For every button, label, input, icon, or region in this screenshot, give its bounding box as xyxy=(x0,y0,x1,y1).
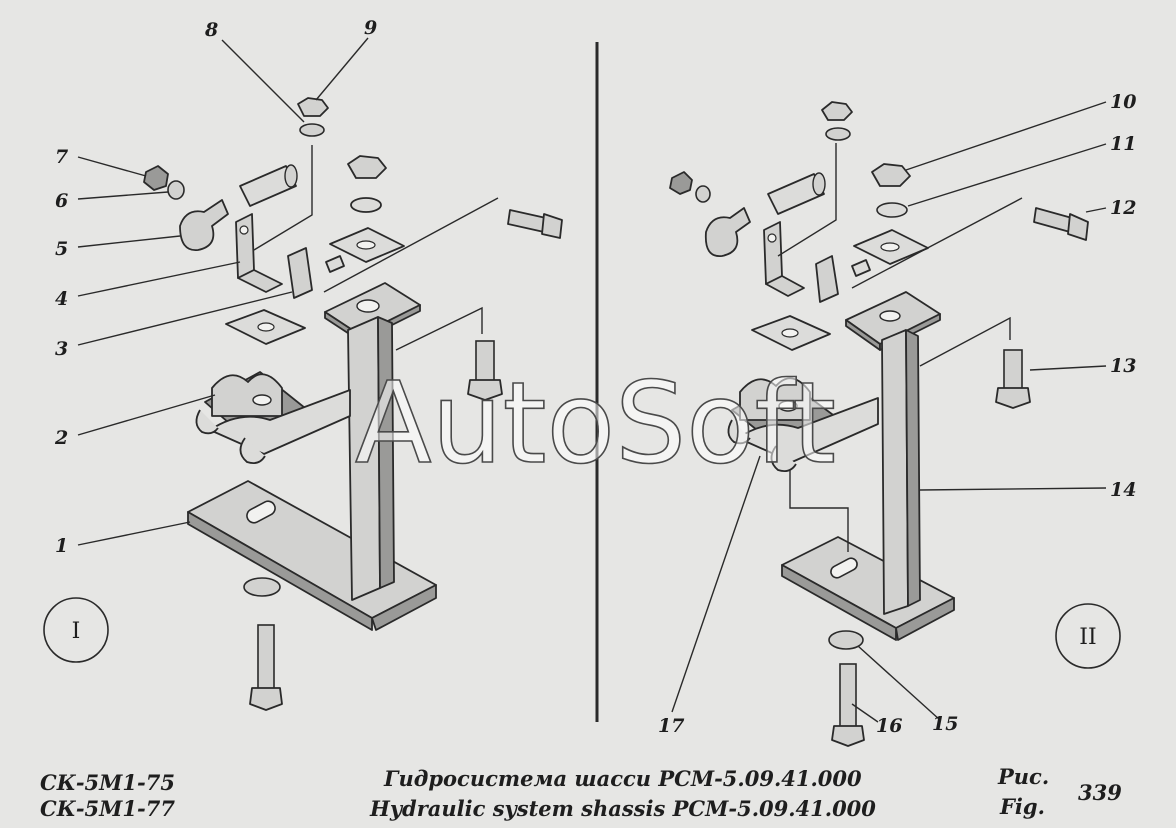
spacer-sleeve-left xyxy=(239,164,298,207)
callout-9: 9 xyxy=(364,17,377,39)
part-8-washer xyxy=(299,123,325,137)
part-13-bolt-left xyxy=(467,340,503,401)
bottom-bolt-left xyxy=(249,624,283,711)
part-14-post-right xyxy=(845,291,941,615)
angle-bracket-right xyxy=(763,221,805,297)
view-II-assembly xyxy=(669,101,1107,747)
part-14-post-left xyxy=(324,282,421,601)
washer-upper-left xyxy=(350,197,382,213)
callout-15: 15 xyxy=(932,713,958,735)
callout-3: 3 xyxy=(55,338,68,360)
nut-top-right xyxy=(821,101,853,121)
clamp-assembly-right xyxy=(727,377,879,473)
part-4-angle-bracket xyxy=(235,213,283,293)
callout-8: 8 xyxy=(204,19,218,41)
view-marker-II: II xyxy=(1055,603,1121,669)
washer-top-right xyxy=(825,127,851,141)
callout-12: 12 xyxy=(1110,197,1136,219)
part-9-nut xyxy=(297,97,329,117)
callout-6: 6 xyxy=(55,190,68,212)
callout-17: 17 xyxy=(658,715,684,737)
base-bracket-right xyxy=(781,536,955,641)
watermark-text: AutoSoft xyxy=(355,359,836,489)
callout-13: 13 xyxy=(1110,355,1136,377)
part-3-clip xyxy=(287,247,345,299)
spacer-sleeve-right xyxy=(767,172,826,215)
part-7-nut xyxy=(143,165,169,191)
part-10-nut xyxy=(871,163,911,187)
callout-2: 2 xyxy=(54,427,68,449)
figure-label-ru: Рис. xyxy=(998,764,1050,789)
part-2-clamp-assembly xyxy=(195,371,351,465)
view-marker-I: I xyxy=(43,597,109,663)
part-12-bolt xyxy=(1033,207,1089,241)
figure-title-en: Hydraulic system shassis РСМ-5.09.41.000 xyxy=(370,796,876,821)
part-11-washer xyxy=(876,202,908,218)
hose-clamp-right xyxy=(704,207,751,257)
callout-4: 4 xyxy=(55,288,68,310)
figure-label-en: Fig. xyxy=(1000,794,1045,819)
callout-11: 11 xyxy=(1110,133,1136,155)
part-5-hose-clamp xyxy=(179,199,229,251)
part-12-bolt-left xyxy=(507,209,563,239)
washer-small-right xyxy=(695,185,711,203)
view-I-assembly xyxy=(77,37,563,711)
nut-upper-left xyxy=(347,155,387,179)
part-16-bolt xyxy=(831,663,865,747)
part-6-washer xyxy=(167,180,185,200)
square-washer-plates-left xyxy=(225,227,405,345)
view-label-II: II xyxy=(1079,625,1096,650)
nut-small-right xyxy=(669,171,693,195)
callout-16: 16 xyxy=(876,715,902,737)
figure-title-ru: Гидросистема шасси РСМ-5.09.41.000 xyxy=(384,766,862,791)
part-13-bolt-right xyxy=(995,349,1031,409)
clip-right xyxy=(815,255,871,303)
part-15-washer xyxy=(828,630,864,650)
figure-number: 339 xyxy=(1078,780,1122,805)
callout-10: 10 xyxy=(1110,91,1136,113)
bottom-washer-left xyxy=(243,577,281,597)
part-1-base-bracket xyxy=(187,480,437,631)
callout-5: 5 xyxy=(55,238,68,260)
callout-1: 1 xyxy=(55,535,68,557)
square-washer-plates-right xyxy=(751,229,929,351)
model-code-1: СК-5М1-75 xyxy=(40,770,175,795)
view-label-I: I xyxy=(72,619,81,644)
callout-7: 7 xyxy=(55,146,68,168)
callout-14: 14 xyxy=(1110,479,1136,501)
model-code-2: СК-5М1-77 xyxy=(40,796,175,821)
